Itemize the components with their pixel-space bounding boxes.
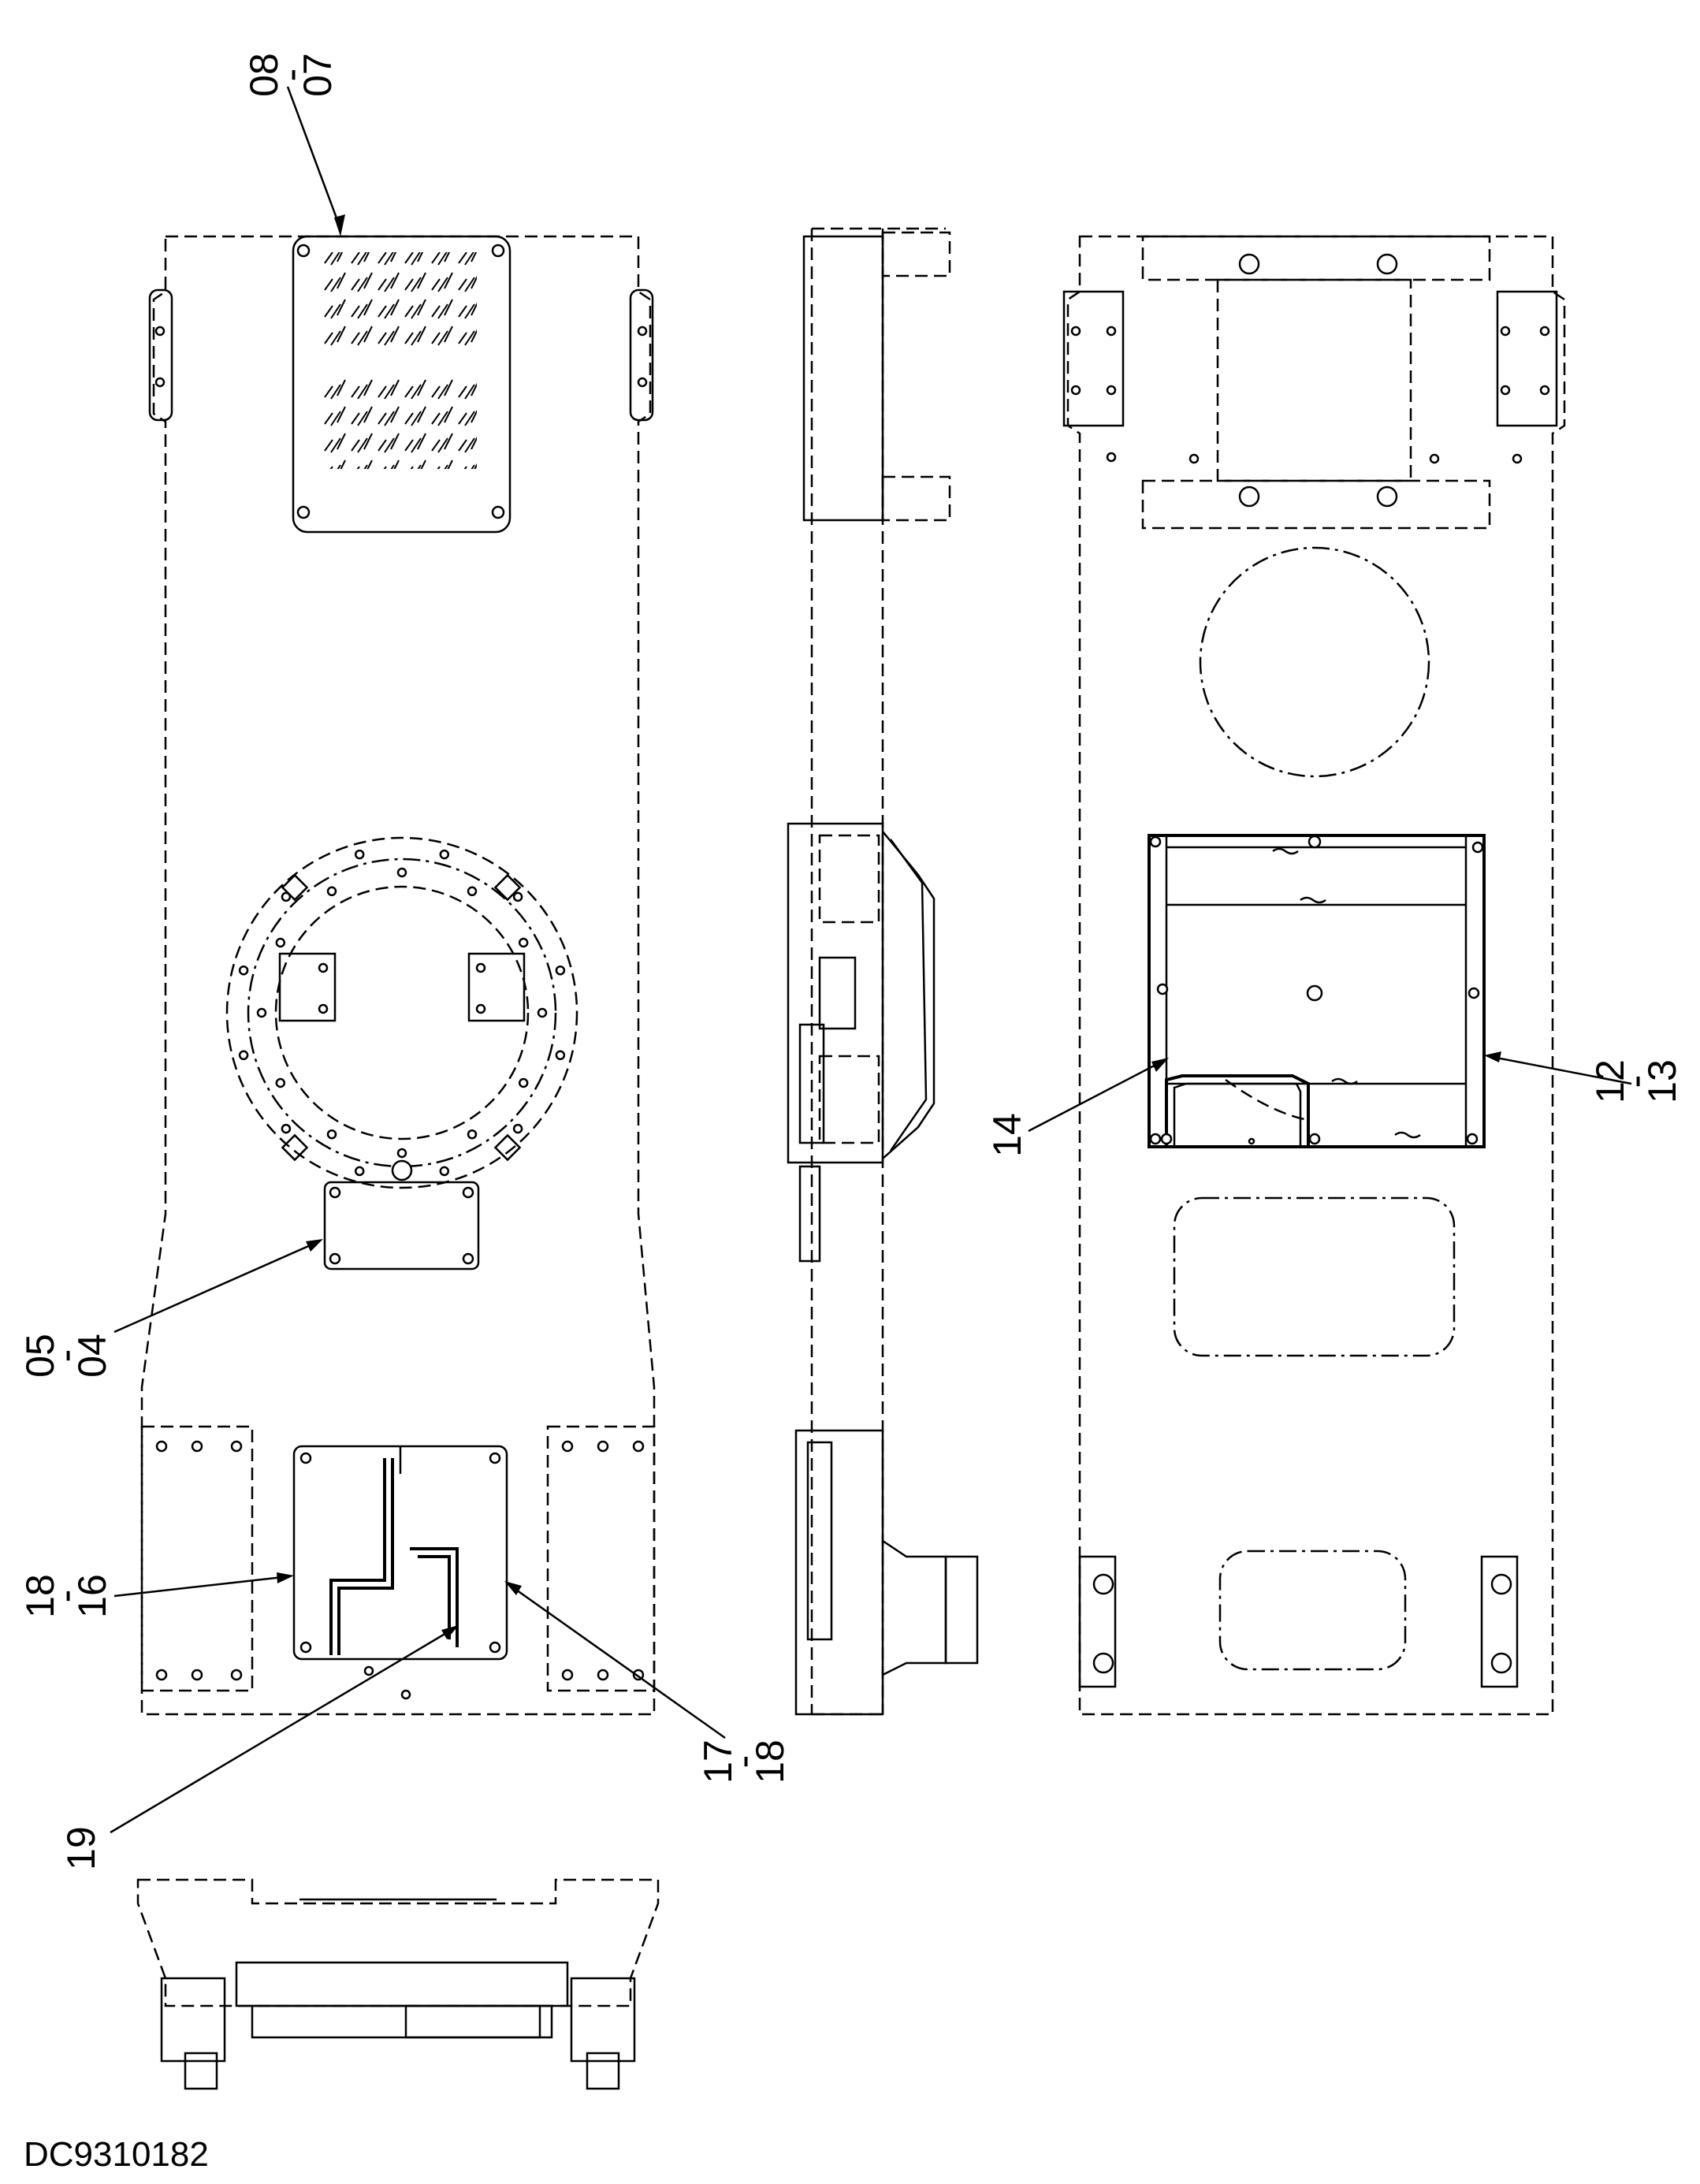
callout-08-07-sep: - (269, 69, 313, 82)
callout-08-07-top: 08 (242, 53, 286, 97)
callout-12-13: 12 - 13 (1588, 1059, 1684, 1103)
ring-bolt-hole (512, 1123, 523, 1134)
side-view (787, 227, 979, 1716)
ring-bolt-hole (256, 1007, 267, 1018)
callout-19: 19 (59, 1826, 103, 1870)
ring-bolt-hole (281, 891, 292, 902)
callout-05-04-sep: - (43, 1349, 87, 1363)
ring-bolt-hole (518, 937, 529, 948)
ring-bolt-hole (396, 1148, 407, 1159)
callout-05-04-top: 05 (18, 1334, 62, 1378)
callout-08-07-bottom: 07 (296, 53, 340, 97)
checker-plate (292, 235, 511, 534)
callout-18-16: 18 - 16 (18, 1574, 114, 1618)
bottom-cover (1148, 834, 1486, 1148)
callout-17-18-top: 17 (696, 1739, 740, 1784)
callout-12-13-sep: - (1613, 1075, 1657, 1088)
rear-cover (292, 1445, 508, 1700)
ring-bolt-hole (467, 1129, 478, 1140)
callout-17-18: 17 - 18 (696, 1739, 792, 1784)
front-view (136, 1878, 660, 2090)
callout-19-top: 19 (59, 1826, 103, 1870)
ring-bolt-hole (555, 965, 566, 976)
ring-bolt-hole (354, 1166, 365, 1177)
callout-17-18-bottom: 18 (748, 1739, 792, 1784)
ring-bolt-hole (281, 1123, 292, 1134)
ring-bolt-hole (518, 1077, 529, 1088)
ring-bolt-hole (326, 1129, 337, 1140)
callout-14-top: 14 (985, 1113, 1029, 1157)
callout-18-16-top: 18 (18, 1574, 62, 1618)
callout-14: 14 (985, 1113, 1029, 1157)
ring-bolt-hole (512, 891, 523, 902)
drawing-number: DC9310182 (24, 2135, 209, 2174)
ring-bolt-hole (326, 886, 337, 897)
leader-lines (110, 86, 1632, 1834)
ring-bolt-hole (238, 1050, 249, 1061)
callout-05-04-bottom: 04 (70, 1334, 114, 1378)
ring-bolt-hole (354, 849, 365, 860)
callout-12-13-bottom: 13 (1640, 1059, 1684, 1103)
callout-18-16-bottom: 16 (70, 1574, 114, 1618)
ring-bolt-hole (555, 1050, 566, 1061)
callout-18-16-sep: - (43, 1590, 87, 1603)
ring-bolt-hole (537, 1007, 548, 1018)
callout-08-07: 08 - 07 (242, 53, 340, 97)
bottom-view (1062, 235, 1566, 1716)
ring-bolt-hole (439, 849, 450, 860)
callout-05-04: 05 - 04 (18, 1334, 114, 1378)
ring-bolt-hole (275, 1077, 286, 1088)
ring-bolt-hole (238, 965, 249, 976)
ring-bolt-hole (467, 886, 478, 897)
small-cover (323, 1181, 480, 1271)
swing-ring (225, 836, 578, 1189)
callout-12-13-top: 12 (1588, 1059, 1632, 1103)
callout-17-18-sep: - (721, 1755, 765, 1769)
ring-bolt-hole (275, 937, 286, 948)
ring-bolt-hole (439, 1166, 450, 1177)
top-view (140, 235, 656, 1716)
ring-bolt-hole (396, 867, 407, 878)
